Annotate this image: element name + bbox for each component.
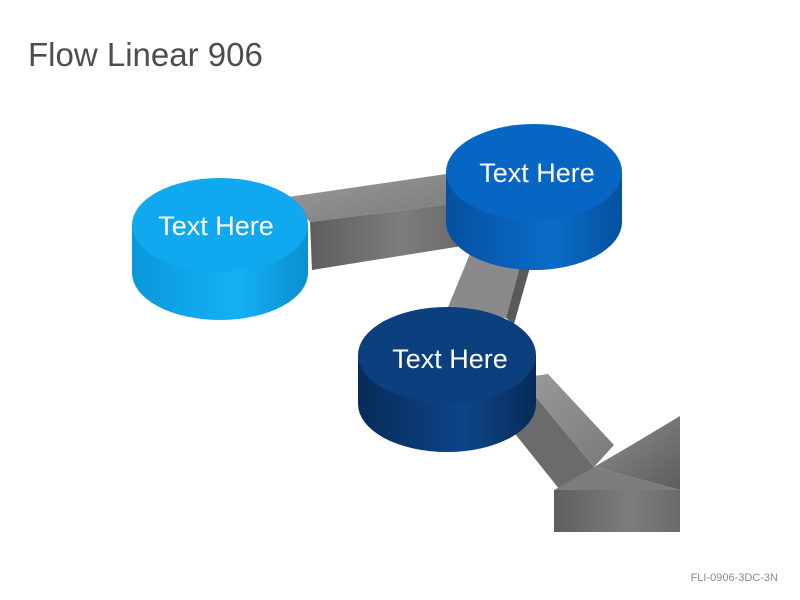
connector-1-2-top: [288, 172, 460, 222]
arrow-head-front: [554, 490, 680, 532]
node-2-top: [446, 124, 622, 220]
connector-3-out-top: [520, 374, 614, 467]
arrow-head-bevel: [554, 467, 680, 490]
connector-1-2-front: [310, 203, 462, 270]
connector-1-2: [288, 172, 462, 270]
node-3: Text Here: [358, 307, 536, 452]
connector-3-out: [488, 374, 680, 532]
node-1: Text Here: [132, 178, 308, 320]
node-2: Text Here: [446, 124, 622, 270]
slide-title: Flow Linear 906: [28, 36, 263, 73]
slide-code: FLI-0906-3DC-3N: [690, 572, 778, 584]
node-3-label: Text Here: [392, 344, 508, 374]
node-1-label: Text Here: [158, 211, 274, 241]
node-2-label: Text Here: [479, 158, 595, 188]
node-3-top: [358, 307, 536, 403]
arrow-head-top: [594, 416, 680, 490]
node-1-top: [132, 178, 308, 272]
